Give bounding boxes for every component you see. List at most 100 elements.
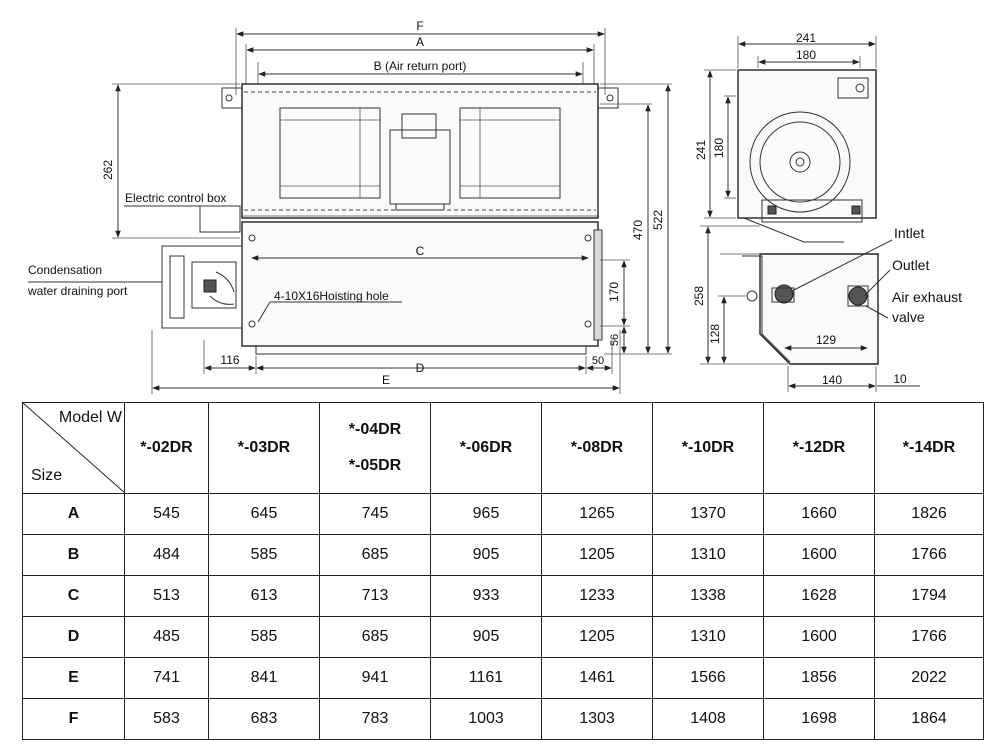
dim-56-label: 56 <box>609 334 621 346</box>
size-label-cell: B <box>22 534 125 576</box>
table-corner-cell: Model W Size <box>22 402 125 494</box>
dimension-value-cell: 613 <box>208 575 320 617</box>
dimension-value-cell: 685 <box>319 616 431 658</box>
dim-50-label: 50 <box>592 355 604 367</box>
dim-262-label: 262 <box>101 160 115 180</box>
dim-E-label: E <box>382 373 390 387</box>
dim-B-label: B (Air return port) <box>374 59 467 73</box>
size-label-cell: A <box>22 493 125 535</box>
dim-116-label: 116 <box>220 353 239 367</box>
dimension-value-cell: 1826 <box>874 493 984 535</box>
size-label-cell: F <box>22 698 125 740</box>
motor <box>389 113 451 211</box>
dimension-value-cell: 1310 <box>652 534 764 576</box>
dim-522-label: 522 <box>651 210 665 230</box>
dim-258-label: 258 <box>692 286 706 306</box>
drain-pan <box>161 245 243 329</box>
dimension-table: Model W Size *-02DR *-03DR *-04DR*-05DR … <box>22 402 984 740</box>
blower-scroll <box>749 111 851 213</box>
outlet-pipe <box>847 285 869 307</box>
model-header: *-03DR <box>208 402 320 494</box>
model-header: *-02DR <box>124 402 209 494</box>
size-label-cell: D <box>22 616 125 658</box>
model-header: *-08DR <box>541 402 653 494</box>
model-header: *-04DR*-05DR <box>319 402 431 494</box>
dimension-value-cell: 841 <box>208 657 320 699</box>
dimension-value-cell: 645 <box>208 493 320 535</box>
inlet-pipe <box>771 284 795 304</box>
dimension-value-cell: 1856 <box>763 657 875 699</box>
dim-170-label: 170 <box>607 282 621 302</box>
dimension-value-cell: 585 <box>208 616 320 658</box>
outlet-label: Outlet <box>892 257 929 273</box>
dimension-value-cell: 1161 <box>430 657 542 699</box>
dimension-value-cell: 965 <box>430 493 542 535</box>
dimension-value-cell: 1628 <box>763 575 875 617</box>
dimension-value-cell: 1660 <box>763 493 875 535</box>
condensation-label-1: Condensation <box>28 263 102 277</box>
model-header: *-12DR <box>763 402 875 494</box>
dimension-value-cell: 1338 <box>652 575 764 617</box>
dimension-value-cell: 545 <box>124 493 209 535</box>
front-view: F A B (Air return port) <box>27 19 672 394</box>
dim-241-top-label: 241 <box>796 31 816 45</box>
dimension-value-cell: 1600 <box>763 534 875 576</box>
corner-model-label: Model W <box>58 409 122 426</box>
dimension-value-cell: 685 <box>319 534 431 576</box>
dimension-value-cell: 1600 <box>763 616 875 658</box>
dimension-value-cell: 1794 <box>874 575 984 617</box>
dimension-value-cell: 941 <box>319 657 431 699</box>
dimension-value-cell: 905 <box>430 534 542 576</box>
dimension-value-cell: 1408 <box>652 698 764 740</box>
dim-241-left-label: 241 <box>694 140 708 160</box>
dimension-value-cell: 1205 <box>541 534 653 576</box>
dimension-value-cell: 1003 <box>430 698 542 740</box>
dimension-value-cell: 1864 <box>874 698 984 740</box>
coil-section <box>241 221 599 347</box>
size-label-cell: C <box>22 575 125 617</box>
dim-D-label: D <box>416 361 425 375</box>
fan-housing <box>241 83 599 219</box>
dimension-value-cell: 2022 <box>874 657 984 699</box>
dim-C-label: C <box>416 244 425 258</box>
model-header: *-10DR <box>652 402 764 494</box>
dimension-value-cell: 585 <box>208 534 320 576</box>
dim-470-label: 470 <box>631 220 645 240</box>
dimension-value-cell: 1766 <box>874 616 984 658</box>
dim-10-label: 10 <box>893 372 907 386</box>
coil-side <box>759 253 879 365</box>
dimension-value-cell: 1370 <box>652 493 764 535</box>
condensation-label-2: water draining port <box>27 284 128 298</box>
dim-180-top-label: 180 <box>796 48 816 62</box>
dimension-value-cell: 583 <box>124 698 209 740</box>
dimension-value-cell: 484 <box>124 534 209 576</box>
model-header: *-14DR <box>874 402 984 494</box>
control-box-label: Electric control box <box>125 191 226 205</box>
technical-drawing: F A B (Air return port) <box>27 19 962 394</box>
air-exhaust-label-2: valve <box>892 309 925 325</box>
left-fan-wheel <box>279 107 381 199</box>
corner-diagonal <box>23 403 125 493</box>
dimension-value-cell: 1233 <box>541 575 653 617</box>
dim-F-label: F <box>416 19 423 33</box>
dimension-value-cell: 745 <box>319 493 431 535</box>
dimension-value-cell: 783 <box>319 698 431 740</box>
dim-129-label: 129 <box>816 333 836 347</box>
table-header-row: Model W Size *-02DR *-03DR *-04DR*-05DR … <box>22 402 984 494</box>
blower-housing <box>737 69 877 219</box>
model-header: *-06DR <box>430 402 542 494</box>
dimension-value-cell: 1698 <box>763 698 875 740</box>
dim-180-left-label: 180 <box>712 138 726 158</box>
dimension-value-cell: 713 <box>319 575 431 617</box>
dimension-value-cell: 513 <box>124 575 209 617</box>
dimension-value-cell: 1461 <box>541 657 653 699</box>
dim-A-label: A <box>416 35 424 49</box>
side-view: 241 180 241 180 <box>692 31 962 392</box>
dimension-value-cell: 1310 <box>652 616 764 658</box>
dimension-value-cell: 1265 <box>541 493 653 535</box>
